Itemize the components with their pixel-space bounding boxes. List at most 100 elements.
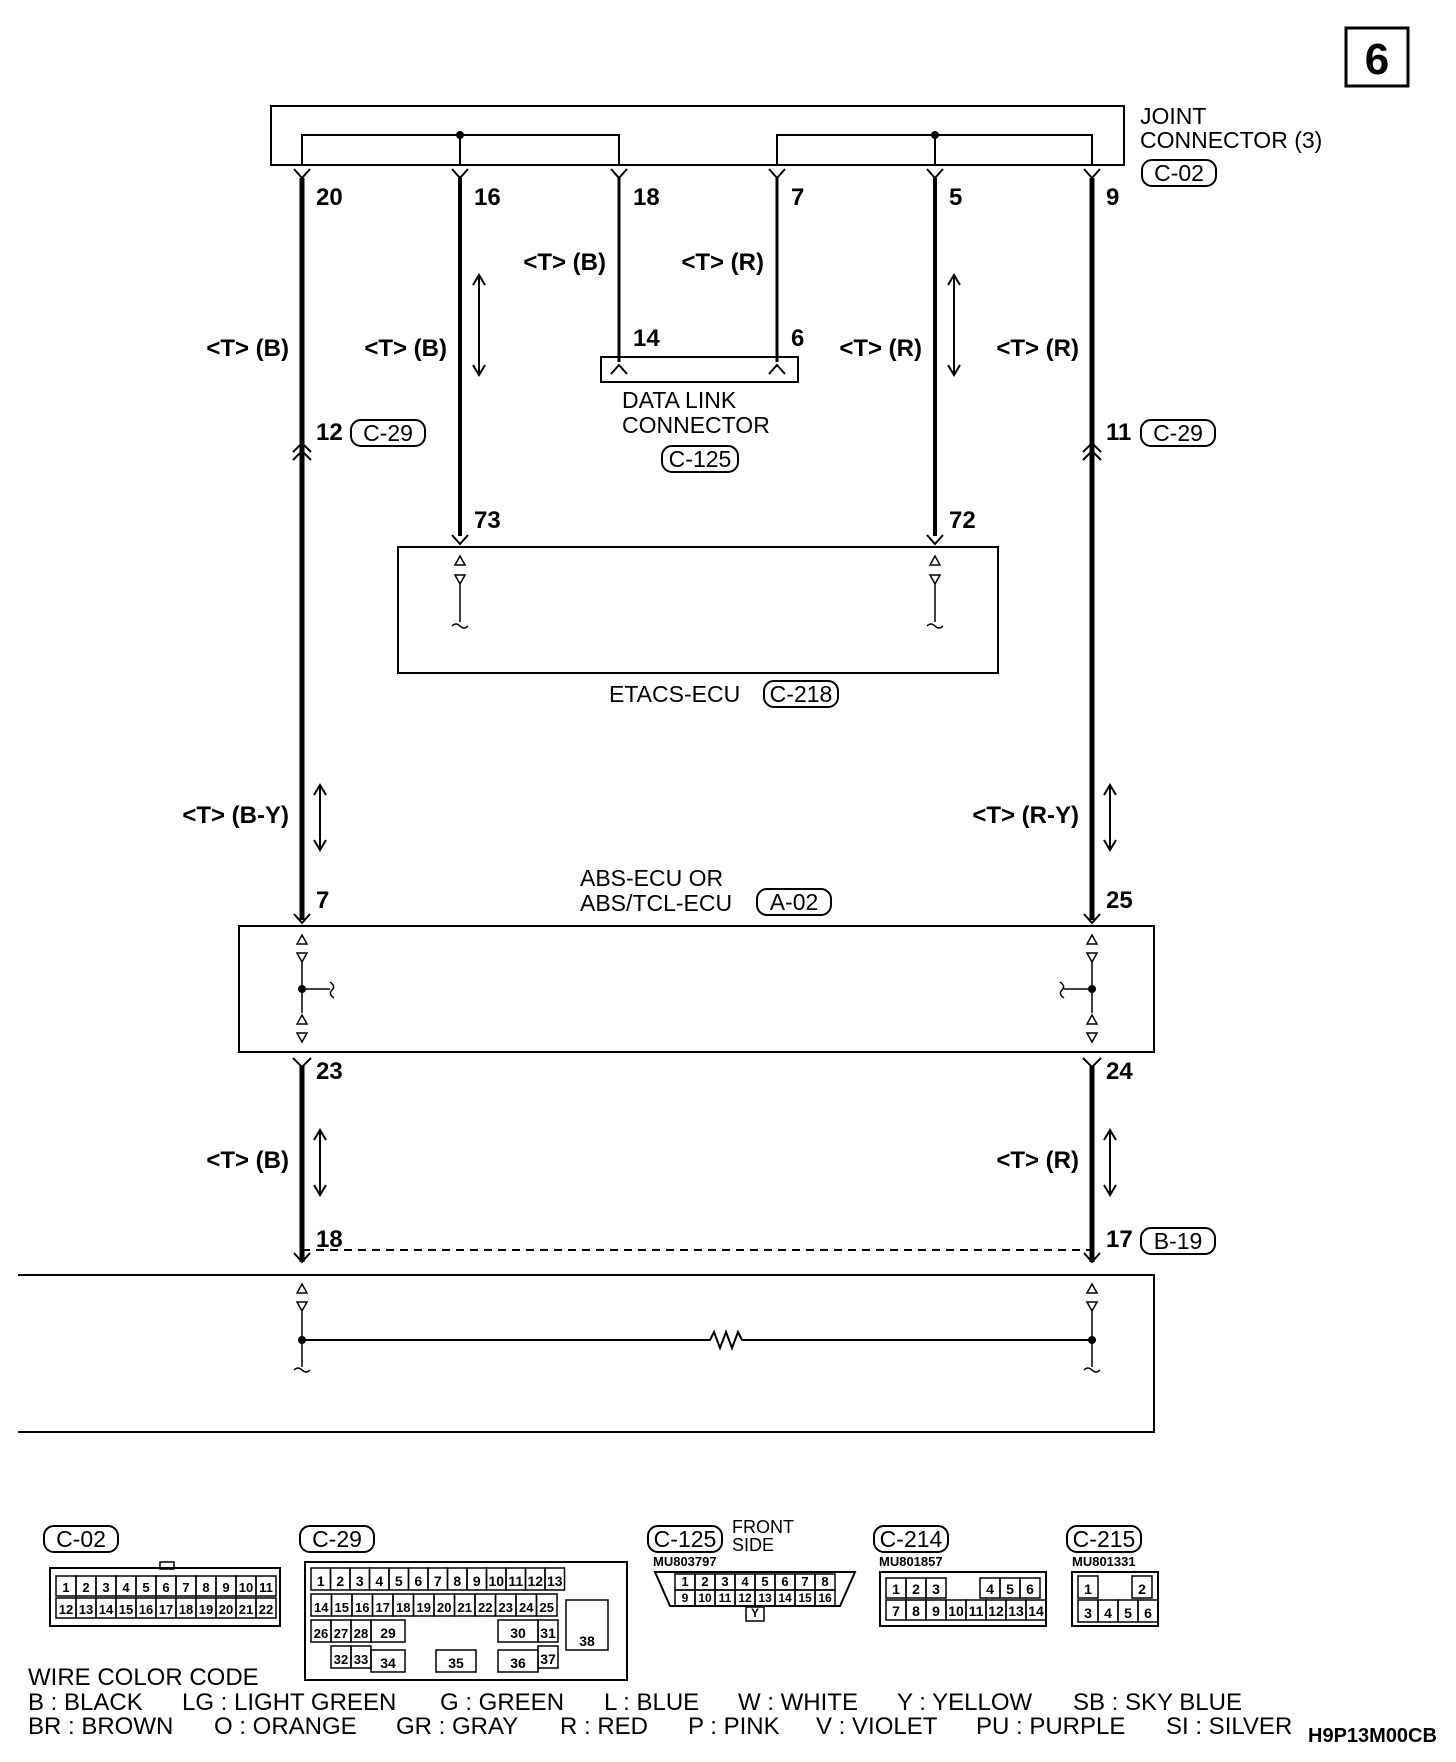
connector-pin-number: 12 (988, 1603, 1004, 1619)
connector-cell (255, 1575, 277, 1597)
connector-cell (1131, 1575, 1153, 1599)
connector-pin-number: 22 (478, 1600, 492, 1615)
connector-pin-number: 14 (778, 1591, 792, 1605)
color-code: L : BLUE (604, 1689, 699, 1716)
connector-pin-number: 4 (1104, 1605, 1112, 1621)
connector-tag (1066, 1525, 1142, 1553)
wire-color-label: <T> (B) (364, 335, 447, 362)
color-code: V : VIOLET (816, 1713, 938, 1740)
color-code: GR : GRAY (396, 1713, 518, 1740)
color-code: O : ORANGE (214, 1713, 357, 1740)
etacs-ecu-connector-id: C-218 (770, 681, 833, 707)
wire-color-label: <T> (R) (681, 249, 764, 276)
connector-pin-number: 14 (99, 1602, 114, 1617)
connector-pin-number: 33 (354, 1652, 368, 1667)
pin-label: 25 (1106, 887, 1133, 914)
connector-pin-number: 9 (932, 1603, 940, 1619)
connector-tag (1140, 1227, 1216, 1255)
data-link-connector: 14 6 DATA LINK CONNECTOR C-125 (600, 325, 804, 473)
connector-pin-number: 35 (448, 1655, 464, 1671)
connector-pin-number: 8 (202, 1580, 209, 1595)
connector-pin-number: 13 (1008, 1603, 1024, 1619)
pin-label: 11 (1106, 419, 1131, 446)
connector-pin-number: 16 (818, 1591, 832, 1605)
color-code: G : GREEN (440, 1689, 564, 1716)
part-number: MU801331 (1072, 1554, 1136, 1569)
connector-cell (537, 1619, 559, 1643)
connector-cell (1137, 1599, 1159, 1623)
connector-cell (1019, 1577, 1041, 1599)
connector-pin-number: 1 (1084, 1581, 1092, 1597)
connector-pin-number: 13 (79, 1602, 93, 1617)
connector-pin-number: 8 (453, 1573, 461, 1589)
connector-pin-number: 1 (62, 1580, 69, 1595)
connector-pin-number: 17 (376, 1600, 390, 1615)
connector-pin-number: 25 (540, 1600, 554, 1615)
data-link-title: DATA LINK (622, 387, 737, 413)
color-code: SI : SILVER (1166, 1713, 1292, 1740)
color-code: P : PINK (688, 1713, 780, 1740)
connector-pin-number: 9 (682, 1591, 689, 1605)
connector-pin-number: 2 (82, 1580, 89, 1595)
part-number: MU801857 (879, 1554, 943, 1569)
connector-tag (350, 419, 426, 447)
connector-pin-number: 15 (119, 1602, 133, 1617)
joint-connector-title-2: CONNECTOR (3) (1140, 127, 1322, 153)
bottom-connector-id: B-19 (1154, 1228, 1203, 1254)
connector-tag (1141, 159, 1217, 187)
wires-lower (292, 1057, 1102, 1262)
connector-tag (43, 1525, 119, 1553)
connector-pin-number: 7 (801, 1574, 808, 1589)
connector-pin-number: 2 (701, 1574, 708, 1589)
connector-tag (763, 680, 839, 708)
connector-pin-number: 10 (948, 1603, 964, 1619)
connector-pin-number: 2 (1138, 1581, 1146, 1597)
connector-pin-number: 5 (761, 1574, 768, 1589)
connector-cell (565, 1599, 609, 1651)
connector-pin-number: 19 (199, 1602, 213, 1617)
connector-pin-number: 26 (314, 1626, 328, 1641)
wire-color-label: <T> (B-Y) (182, 802, 289, 829)
connector-cell (745, 1606, 765, 1622)
connector-pin-number: 32 (334, 1652, 348, 1667)
wire-labels-upper: <T> (B) <T> (B) <T> (B) <T> (R) <T> (R) … (206, 249, 1079, 362)
connector-pin-number: 34 (380, 1655, 396, 1671)
connector-pin-number: 24 (519, 1600, 534, 1615)
connector-pin-number: 29 (380, 1625, 396, 1641)
connector-pin-number: 21 (458, 1600, 472, 1615)
connector-pin-number: 19 (417, 1600, 431, 1615)
connector-pin-number: 37 (540, 1651, 556, 1667)
connector-pin-number: 11 (719, 1591, 732, 1605)
pin-label: 7 (316, 887, 329, 914)
pin-label: 72 (949, 507, 976, 534)
abs-ecu-connector-id: A-02 (770, 889, 819, 915)
pin-label: 12 (316, 419, 343, 446)
connector-pin-number: 8 (912, 1603, 920, 1619)
connector-tag (299, 1525, 375, 1553)
connector-id: C-29 (312, 1526, 362, 1552)
connector-id: C-29 (363, 420, 413, 446)
connector-pin-number: 2 (912, 1581, 920, 1597)
connector-id: C-125 (654, 1526, 717, 1552)
connector-cell (537, 1645, 559, 1669)
connector-pin-number: 20 (437, 1600, 451, 1615)
connector-pin-number: 6 (414, 1573, 422, 1589)
drawing-code: H9P13M00CB (1308, 1725, 1437, 1747)
connector-pin-number: 4 (375, 1573, 383, 1589)
pin-label: 6 (791, 325, 804, 352)
wire-color-label: <T> (R-Y) (972, 802, 1079, 829)
connector-pin-number: 1 (317, 1573, 325, 1589)
color-code: B : BLACK (28, 1689, 143, 1716)
connector-tag (873, 1525, 949, 1553)
joint-pin-labels: 20 16 18 7 5 9 (316, 184, 1119, 211)
pin-label: 18 (633, 184, 660, 211)
connector-pin-number: 7 (434, 1573, 442, 1589)
connector-pin-number: 3 (356, 1573, 364, 1589)
signal-arrows-lower (313, 1128, 1117, 1197)
etacs-ecu-label: ETACS-ECU (609, 681, 740, 707)
wires-upper (299, 178, 1095, 920)
connector-pin-number: 28 (354, 1626, 368, 1641)
connector-cell (370, 1649, 406, 1673)
pin-label: 14 (633, 325, 660, 352)
connector-pin-number: 38 (579, 1633, 595, 1649)
